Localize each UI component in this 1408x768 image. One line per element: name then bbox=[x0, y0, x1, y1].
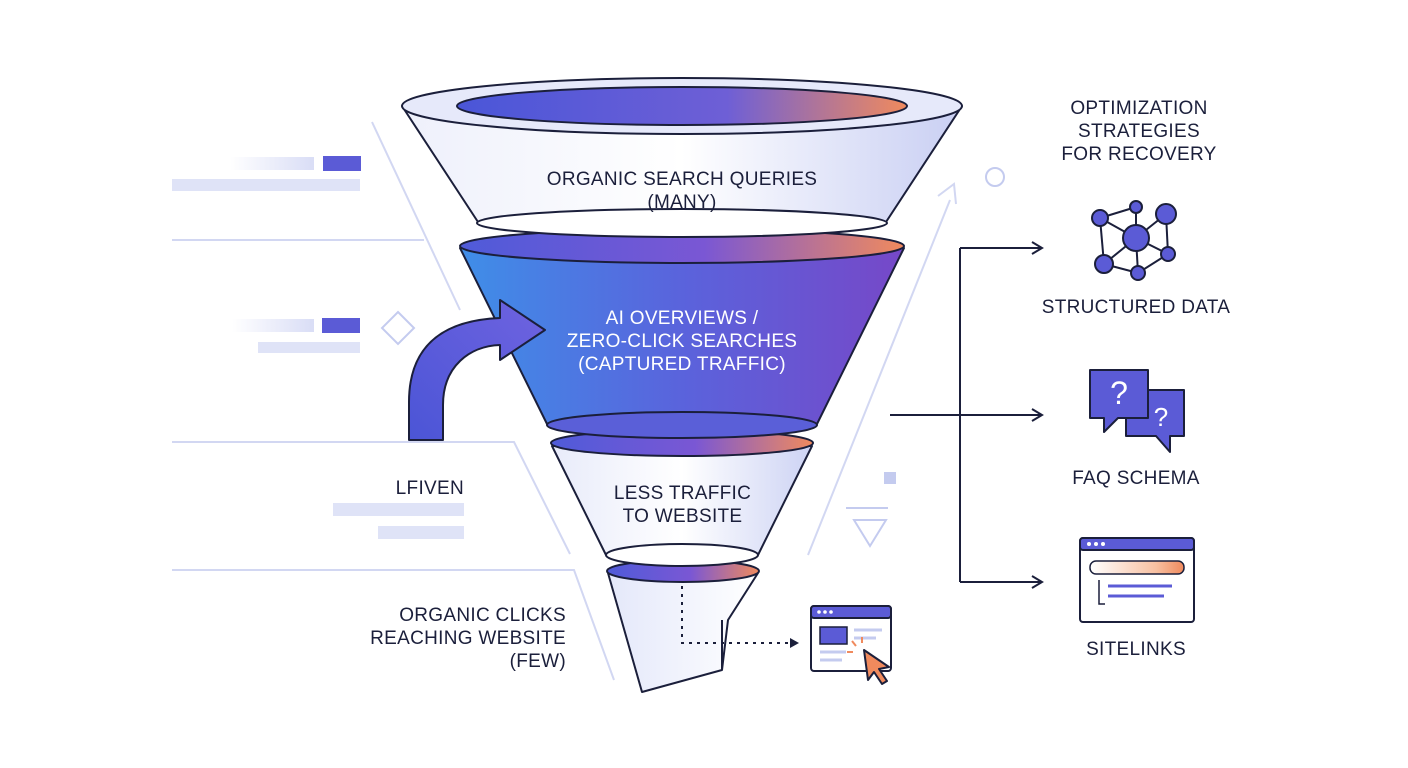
question-chat-bubbles-icon: ? ? bbox=[1089, 369, 1185, 453]
strategy-label-faq-schema: FAQ SCHEMA bbox=[1072, 468, 1200, 489]
strategy-label-structured-data: STRUCTURED DATA bbox=[1041, 297, 1231, 318]
background-decorations bbox=[172, 121, 1005, 681]
stage-label-line: ZERO-CLICK SEARCHES bbox=[566, 331, 798, 352]
strategy-label-sitelinks: SITELINKS bbox=[1086, 639, 1186, 660]
left-label-lfiven: LFIVEN bbox=[300, 477, 464, 500]
deco-triangle bbox=[852, 519, 888, 548]
website-browser-icon bbox=[810, 605, 892, 685]
strategies-title-line: FOR RECOVERY bbox=[1061, 144, 1217, 165]
stage-label-line: AI OVERVIEWS / bbox=[605, 308, 759, 329]
stage-label-line: (MANY) bbox=[647, 192, 717, 213]
stage-label-less-traffic: LESS TRAFFIC TO WEBSITE bbox=[560, 482, 805, 528]
left-label-line: ORGANIC CLICKS bbox=[399, 605, 566, 626]
left-label-line: (FEW) bbox=[509, 651, 566, 672]
deco-line bbox=[807, 199, 951, 556]
deco-bar bbox=[230, 157, 314, 170]
stage-label-line: ORGANIC SEARCH QUERIES bbox=[546, 169, 818, 190]
cursor-icon bbox=[847, 637, 890, 685]
strategies-title-line: STRATEGIES bbox=[1078, 121, 1200, 142]
deco-arrow-tip bbox=[937, 182, 957, 205]
left-label-lfiven-text: LFIVEN bbox=[395, 478, 464, 499]
deco-bar bbox=[172, 179, 360, 191]
deco-bar bbox=[378, 526, 464, 539]
dotted-connector bbox=[681, 586, 799, 648]
stage-label-line: (CAPTURED TRAFFIC) bbox=[578, 354, 786, 375]
deco-line bbox=[172, 441, 571, 555]
funnel-segment-organic-queries bbox=[401, 77, 963, 238]
deco-bar bbox=[258, 342, 360, 353]
redirect-arrow bbox=[408, 299, 546, 441]
deco-bar bbox=[232, 319, 314, 332]
deco-line bbox=[172, 569, 615, 681]
network-nodes-icon bbox=[1091, 200, 1177, 281]
stage-label-ai-overviews: AI OVERVIEWS / ZERO-CLICK SEARCHES (CAPT… bbox=[492, 307, 872, 376]
strategies-title: OPTIMIZATION STRATEGIES FOR RECOVERY bbox=[1036, 97, 1242, 166]
deco-diamond bbox=[380, 310, 416, 346]
stage-label-line: TO WEBSITE bbox=[622, 506, 743, 527]
funnel-segment-ai-overviews bbox=[459, 228, 905, 439]
strategies-title-line: OPTIMIZATION bbox=[1070, 98, 1208, 119]
deco-square bbox=[884, 472, 896, 484]
deco-bar bbox=[323, 156, 361, 171]
question-mark-2: ? bbox=[1154, 402, 1168, 432]
strategy-connectors bbox=[890, 241, 1044, 589]
browser-window-icon bbox=[1079, 537, 1195, 623]
deco-circle bbox=[985, 167, 1005, 187]
deco-line bbox=[371, 121, 461, 311]
left-label-line: REACHING WEBSITE bbox=[370, 628, 566, 649]
stage-label-organic-queries: ORGANIC SEARCH QUERIES (MANY) bbox=[482, 168, 882, 214]
deco-bar bbox=[322, 318, 360, 333]
question-mark-1: ? bbox=[1110, 375, 1128, 411]
funnel bbox=[401, 77, 963, 693]
stage-label-line: LESS TRAFFIC bbox=[613, 483, 752, 504]
left-label-organic-clicks: ORGANIC CLICKS REACHING WEBSITE (FEW) bbox=[330, 604, 566, 673]
deco-bar bbox=[333, 503, 464, 516]
